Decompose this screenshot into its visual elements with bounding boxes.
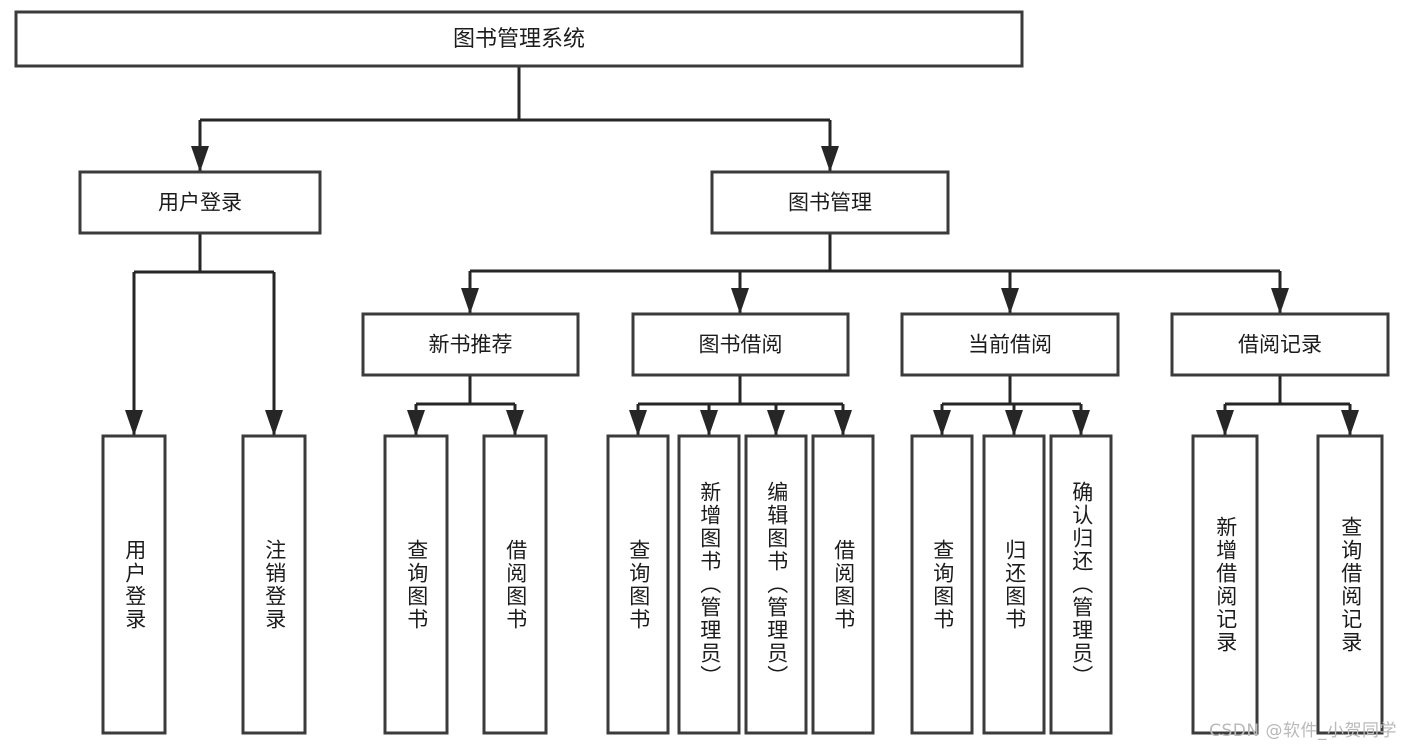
arrow-down-icon [933, 410, 951, 436]
node-box-book-borrow[interactable] [631, 312, 850, 377]
node-box-leaf-borrow-book-2[interactable] [811, 434, 875, 735]
node-label-book-manage: 图书管理 [788, 191, 872, 215]
connectors-layer [125, 66, 1359, 436]
node-box-user-login[interactable] [78, 170, 322, 235]
node-label-root: 图书管理系统 [453, 27, 585, 52]
arrow-down-icon [731, 288, 749, 314]
node-box-leaf-return-book[interactable] [982, 434, 1046, 735]
node-box-root[interactable] [14, 10, 1024, 68]
arrow-down-icon [629, 410, 647, 436]
node-box-leaf-borrow-book-1[interactable] [482, 434, 548, 735]
node-box-leaf-user-logout[interactable] [241, 434, 307, 735]
node-box-leaf-confirm-return[interactable] [1049, 434, 1113, 735]
node-box-book-manage[interactable] [710, 170, 950, 235]
arrow-down-icon [1341, 410, 1359, 436]
node-label-borrow-record: 借阅记录 [1238, 333, 1322, 357]
node-label-new-book-recommend: 新书推荐 [429, 333, 513, 357]
arrow-down-icon [1072, 410, 1090, 436]
arrow-down-icon [700, 410, 718, 436]
arrow-down-icon [1005, 410, 1023, 436]
boxes-layer [14, 10, 1390, 735]
node-box-current-borrow[interactable] [900, 312, 1120, 377]
arrow-down-icon [125, 410, 143, 436]
node-box-leaf-query-book-1[interactable] [383, 434, 449, 735]
arrow-down-icon [265, 410, 283, 436]
node-label-book-borrow: 图书借阅 [699, 333, 783, 357]
arrow-down-icon [1271, 288, 1289, 314]
node-label-current-borrow: 当前借阅 [968, 333, 1052, 357]
node-box-leaf-user-login[interactable] [101, 434, 167, 735]
arrow-down-icon [461, 288, 479, 314]
arrow-down-icon [767, 410, 785, 436]
arrow-down-icon [1216, 410, 1234, 436]
node-box-borrow-record[interactable] [1170, 312, 1390, 377]
node-box-new-book-recommend[interactable] [361, 312, 580, 377]
arrow-down-icon [191, 146, 209, 172]
arrow-down-icon [1001, 288, 1019, 314]
arrow-down-icon [821, 146, 839, 172]
node-box-leaf-add-book[interactable] [677, 434, 741, 735]
node-box-leaf-query-borrow-record[interactable] [1316, 434, 1384, 735]
arrow-down-icon [834, 410, 852, 436]
node-box-leaf-edit-book[interactable] [744, 434, 808, 735]
watermark-text: CSDN @软件_小贺同学 [1209, 721, 1397, 741]
arrow-down-icon [407, 410, 425, 436]
node-box-leaf-query-book-2[interactable] [606, 434, 670, 735]
node-box-leaf-query-book-3[interactable] [910, 434, 974, 735]
node-box-leaf-add-borrow-record[interactable] [1191, 434, 1259, 735]
arrow-down-icon [506, 410, 524, 436]
node-label-user-login: 用户登录 [158, 191, 242, 215]
